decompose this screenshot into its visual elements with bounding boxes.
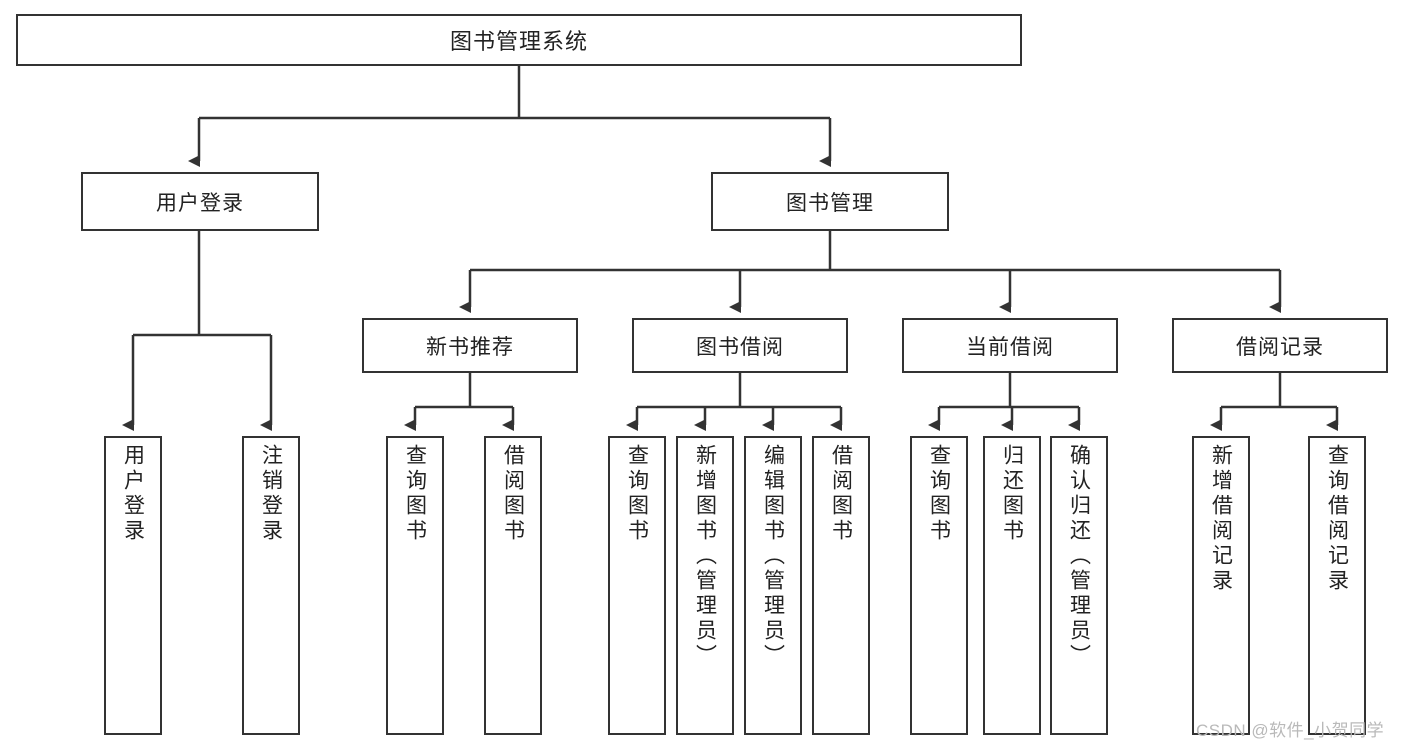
node-label: 借阅图书 xyxy=(501,444,525,544)
node-label: 用户登录 xyxy=(121,444,145,544)
node-new_book_rec[interactable]: 新书推荐 xyxy=(362,318,578,373)
node-label: 新增借阅记录 xyxy=(1209,444,1233,594)
node-leaf-user-login[interactable]: 用户登录 xyxy=(104,436,162,735)
csdn-watermark: CSDN @软件_小贺同学 xyxy=(1196,721,1385,740)
node-leaf-logout[interactable]: 注销登录 xyxy=(242,436,300,735)
node-label: 归还图书 xyxy=(1000,444,1024,544)
node-label: 查询图书 xyxy=(403,444,427,544)
node-leaf-query-book-borrow[interactable]: 查询图书 xyxy=(608,436,666,735)
node-label: 编辑图书（管理员） xyxy=(761,444,785,669)
node-label: 借阅图书 xyxy=(829,444,853,544)
node-leaf-add-book[interactable]: 新增图书（管理员） xyxy=(676,436,734,735)
node-label: 借阅记录 xyxy=(1236,335,1324,359)
node-label: 确认归还（管理员） xyxy=(1067,444,1091,669)
node-label: 用户登录 xyxy=(156,191,244,215)
node-leaf-query-book-current[interactable]: 查询图书 xyxy=(910,436,968,735)
node-book_manage[interactable]: 图书管理 xyxy=(711,172,949,231)
node-label: 注销登录 xyxy=(259,444,283,544)
node-root-图书管理系统[interactable]: 图书管理系统 xyxy=(16,14,1022,66)
node-label: 当前借阅 xyxy=(966,335,1054,359)
node-leaf-confirm-return[interactable]: 确认归还（管理员） xyxy=(1050,436,1108,735)
node-label: 新增图书（管理员） xyxy=(693,444,717,669)
node-borrow_record[interactable]: 借阅记录 xyxy=(1172,318,1388,373)
node-label: 查询借阅记录 xyxy=(1325,444,1349,594)
node-label: 图书管理 xyxy=(786,191,874,215)
node-user_login[interactable]: 用户登录 xyxy=(81,172,319,231)
node-leaf-query-book-rec[interactable]: 查询图书 xyxy=(386,436,444,735)
node-leaf-add-record[interactable]: 新增借阅记录 xyxy=(1192,436,1250,735)
node-label: 查询图书 xyxy=(927,444,951,544)
node-leaf-edit-book[interactable]: 编辑图书（管理员） xyxy=(744,436,802,735)
node-leaf-borrow-book[interactable]: 借阅图书 xyxy=(812,436,870,735)
node-label: 查询图书 xyxy=(625,444,649,544)
node-leaf-borrow-book-rec[interactable]: 借阅图书 xyxy=(484,436,542,735)
node-label: 图书管理系统 xyxy=(449,29,588,54)
node-label: 新书推荐 xyxy=(426,335,514,359)
node-label: 图书借阅 xyxy=(696,335,784,359)
node-leaf-return-book[interactable]: 归还图书 xyxy=(983,436,1041,735)
node-leaf-query-record[interactable]: 查询借阅记录 xyxy=(1308,436,1366,735)
node-book_borrow[interactable]: 图书借阅 xyxy=(632,318,848,373)
node-current_borrow[interactable]: 当前借阅 xyxy=(902,318,1118,373)
